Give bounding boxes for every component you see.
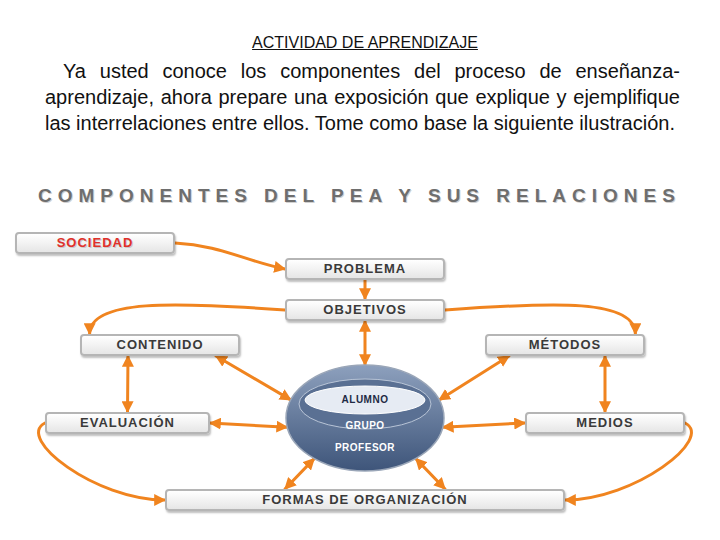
box-label: MÉTODOS: [529, 337, 602, 353]
hub-outer-label: PROFESOR: [285, 441, 445, 455]
relation-arrow: [443, 423, 525, 427]
component-box: OBJETIVOS: [285, 299, 445, 321]
component-box: FORMAS DE ORGANIZACIÓN: [165, 489, 565, 511]
relation-arrow: [285, 459, 314, 489]
box-label: PROBLEMA: [324, 261, 406, 277]
component-box: SOCIEDAD: [15, 232, 175, 254]
box-label: MEDIOS: [576, 415, 633, 431]
component-box: PROBLEMA: [285, 258, 445, 280]
relation-arrow: [439, 356, 509, 400]
relation-arrow: [364, 280, 367, 299]
relation-arrow: [175, 243, 285, 269]
hub-inner-label: ALUMNO: [285, 393, 445, 407]
box-label: CONTENIDO: [117, 337, 204, 353]
relation-arrow: [604, 356, 607, 412]
box-label: FORMAS DE ORGANIZACIÓN: [262, 492, 467, 508]
box-label: OBJETIVOS: [323, 302, 406, 318]
relation-arrow: [364, 321, 367, 365]
relation-arrow: [216, 356, 291, 400]
central-disc: ALUMNO GRUPO PROFESOR: [285, 364, 445, 472]
box-label: EVALUACIÓN: [80, 415, 175, 431]
relation-arrow: [210, 423, 287, 427]
component-box: EVALUACIÓN: [45, 412, 210, 434]
relation-arrow: [39, 423, 165, 500]
component-box: MEDIOS: [525, 412, 685, 434]
relation-arrow: [416, 459, 445, 489]
relation-arrow: [90, 305, 285, 334]
instruction-paragraph: Ya usted conoce los componentes del proc…: [45, 58, 680, 136]
disc-shape: [285, 364, 445, 472]
relation-arrow: [565, 423, 691, 500]
disc-outer: [286, 365, 444, 471]
hub-middle-label: GRUPO: [285, 419, 445, 433]
relation-arrow: [126, 356, 130, 412]
activity-title: ACTIVIDAD DE APRENDIZAJE: [10, 33, 720, 53]
diagram-heading: COMPONENTES DEL PEA Y SUS RELACIONES: [38, 185, 681, 207]
box-label: SOCIEDAD: [57, 235, 134, 251]
component-box: MÉTODOS: [485, 334, 645, 356]
component-box: CONTENIDO: [80, 334, 240, 356]
relation-arrow: [445, 305, 635, 334]
